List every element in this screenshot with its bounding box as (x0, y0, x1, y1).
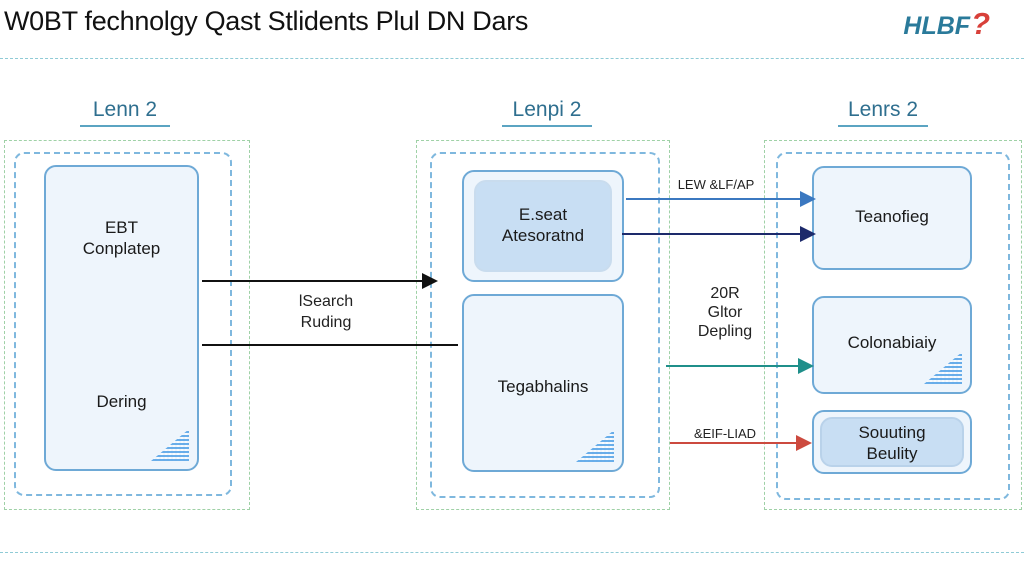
lane3-outer-frame (764, 140, 1022, 510)
bottom-connector-label: &EIF-LIAD (693, 426, 757, 441)
lane1-main-node[interactable]: EBT Conplatep Dering (44, 165, 199, 471)
lane2-top-line1: E.seat (518, 205, 568, 224)
lane-label-2: Lenpi 2 (502, 98, 592, 127)
brand-logo: HLBF? (903, 6, 990, 42)
lane3-bottom-line2: Beulity (866, 444, 918, 464)
search-label-line1: lSearch (298, 293, 354, 310)
lane3-mid-text: Colonabiaiy (847, 333, 937, 352)
logo-text: HLBF (903, 12, 971, 40)
lane1-main-bottom-text: Dering (96, 392, 147, 411)
lane3-mid-node[interactable]: Colonabiaiy (812, 296, 972, 394)
lane1-outer-frame (4, 140, 250, 510)
lane1-main-line1: EBT (104, 218, 139, 237)
lane3-inner-frame (776, 152, 1010, 500)
lane2-top-line2: Atesoratnd (501, 226, 585, 246)
lane3-top-node[interactable]: Teanofieg (812, 166, 972, 270)
lane1-inner-frame (14, 152, 232, 496)
lane2-top-inner (474, 180, 612, 272)
lane3-top-text: Teanofieg (855, 207, 929, 226)
mid-label-line1: 20R (710, 285, 740, 302)
header-divider (0, 58, 1024, 59)
mid-label-line3: Depling (697, 323, 753, 341)
lane2-top-node[interactable]: E.seat Atesoratnd (462, 170, 624, 282)
top-connector-label: LEW &LF/AP (677, 177, 755, 192)
lane3-bottom-node[interactable]: Souuting Beulity (812, 410, 972, 474)
lane-label-1: Lenn 2 (80, 98, 170, 127)
lane1-main-line2: Conplatep (82, 239, 161, 259)
question-mark-icon: ? (971, 6, 990, 41)
lane2-bottom-text: Tegabhalins (497, 377, 589, 396)
mid-label-line2: Gltor (707, 304, 743, 322)
lane3-bottom-inner (820, 417, 964, 467)
lane2-bottom-node[interactable]: Tegabhalins (462, 294, 624, 472)
page-title: W0BT fechnolgy Qast Stlidents Plul DN Da… (4, 6, 529, 36)
lane2-inner-frame (430, 152, 660, 498)
lane3-bottom-line1: Souuting (858, 423, 926, 442)
footer-divider (0, 552, 1024, 553)
search-label-line2: Ruding (300, 313, 352, 331)
lane-label-3: Lenrs 2 (838, 98, 928, 127)
lane2-outer-frame (416, 140, 670, 510)
